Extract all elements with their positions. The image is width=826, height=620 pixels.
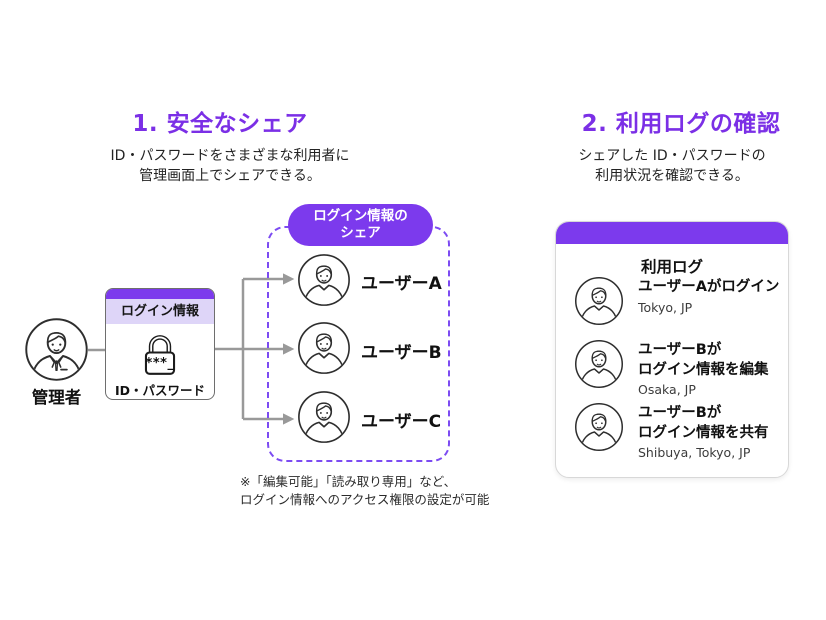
log-entry-text: ユーザーBが ログイン情報を共有 Shibuya, Tokyo, JP <box>638 404 769 460</box>
usage-log-card: 利用ログ ユーザーAがログイン Tokyo, JP ユーザーBが ログイン情報を… <box>555 221 789 478</box>
footnote-line2: ログイン情報へのアクセス権限の設定が可能 <box>240 491 490 507</box>
log-entry-action-line1: ユーザーBが <box>638 405 722 421</box>
login-box-header: ログイン情報 <box>106 299 214 324</box>
log-entry: ユーザーAがログイン Tokyo, JP <box>574 276 782 326</box>
footnote-line1: ※「編集可能」「読み取り専用」など、 <box>240 474 457 489</box>
log-entry: ユーザーBが ログイン情報を共有 Shibuya, Tokyo, JP <box>574 402 782 460</box>
user-c-avatar-icon <box>297 390 351 444</box>
section2-title: 2. 利用ログの確認 <box>581 111 781 137</box>
login-info-box: ログイン情報 ***_ ID・パスワード <box>105 288 215 400</box>
section2-subtitle-line1: シェアした ID・パスワードの <box>578 148 766 164</box>
section2-subtitle: シェアした ID・パスワードの 利用状況を確認できる。 <box>547 146 797 186</box>
user-b-avatar-icon <box>297 321 351 375</box>
share-badge-line1: ログイン情報の <box>313 208 408 224</box>
share-group-box <box>267 226 450 462</box>
admin-avatar-icon <box>24 317 89 382</box>
lock-icon: ***_ <box>144 335 176 375</box>
section1-subtitle-line2: 管理画面上でシェアできる。 <box>139 168 321 184</box>
login-box-accent-bar <box>106 289 214 299</box>
password-mask-text: ***_ <box>146 356 175 371</box>
log-entry-action-line2: ログイン情報を共有 <box>638 424 769 441</box>
log-card-title: 利用ログ <box>640 258 703 276</box>
log-entry-action-line2: ログイン情報を編集 <box>638 361 769 378</box>
log-entry-action-line1: ユーザーBが <box>638 342 722 358</box>
log-entry: ユーザーBが ログイン情報を編集 Osaka, JP <box>574 339 782 397</box>
user-b-label: ユーザーB <box>361 343 442 363</box>
section1-subtitle: ID・パスワードをさまざまな利用者に 管理画面上でシェアできる。 <box>75 146 385 186</box>
user-c-label: ユーザーC <box>361 412 442 432</box>
section2-subtitle-line2: 利用状況を確認できる。 <box>595 168 749 184</box>
user-a-avatar-icon <box>297 253 351 307</box>
log-entry-location: Shibuya, Tokyo, JP <box>638 445 751 460</box>
log-entry-text: ユーザーAがログイン Tokyo, JP <box>638 278 779 326</box>
admin-label: 管理者 <box>31 388 82 407</box>
log-entry-location: Tokyo, JP <box>638 299 693 315</box>
log-entry-action: ユーザーAがログイン <box>638 279 780 295</box>
share-badge: ログイン情報の シェア <box>288 204 433 246</box>
log-entry-avatar-icon <box>574 339 624 389</box>
log-card-accent-bar <box>556 222 788 244</box>
log-entry-avatar-icon <box>574 402 624 452</box>
share-badge-line2: シェア <box>340 225 381 241</box>
login-box-caption: ID・パスワード <box>114 383 206 398</box>
section1-subtitle-line1: ID・パスワードをさまざまな利用者に <box>110 148 350 164</box>
section1-title: 1. 安全なシェア <box>132 111 308 137</box>
access-permission-footnote: ※「編集可能」「読み取り専用」など、 ログイン情報へのアクセス権限の設定が可能 <box>240 473 489 508</box>
user-a-label: ユーザーA <box>361 274 442 294</box>
log-entry-text: ユーザーBが ログイン情報を編集 Osaka, JP <box>638 341 769 397</box>
log-entry-avatar-icon <box>574 276 624 326</box>
log-entry-location: Osaka, JP <box>638 382 696 397</box>
